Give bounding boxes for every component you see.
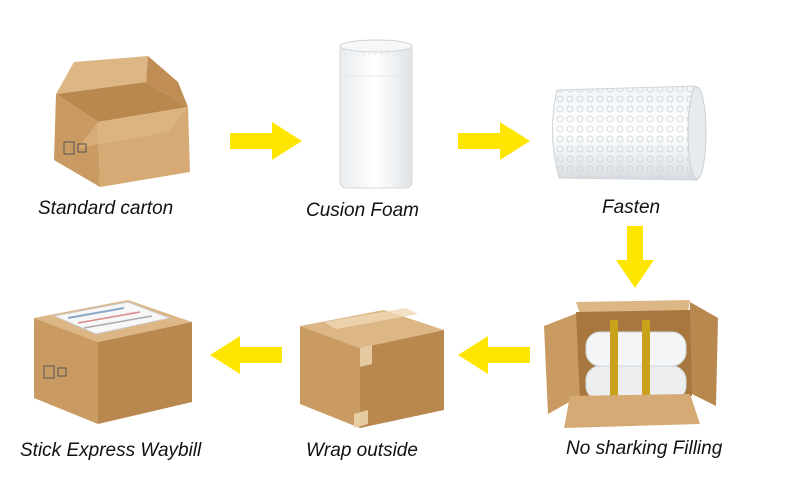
step-fasten <box>545 84 710 184</box>
waybill-box-icon <box>34 300 192 424</box>
step-stick-express-waybill <box>28 280 198 430</box>
foam-roll-icon <box>339 39 413 189</box>
arrow-right-icon <box>230 122 302 160</box>
step-standard-carton <box>38 52 198 192</box>
arrow-left-icon <box>458 336 530 374</box>
filled-box-icon <box>544 300 718 428</box>
step-no-sharking-filling <box>540 296 720 436</box>
arrow-right-icon <box>458 122 530 160</box>
open-carton-icon <box>54 56 190 187</box>
taped-box-icon <box>300 308 444 428</box>
step-label-fasten: Fasten <box>602 197 661 218</box>
bubble-roll-icon <box>552 85 707 181</box>
step-label-stick-express-waybill: Stick Express Waybill <box>20 440 202 461</box>
step-label-standard-carton: Standard carton <box>38 198 174 219</box>
step-label-wrap-outside: Wrap outside <box>306 440 418 461</box>
arrow-left-icon <box>210 336 282 374</box>
step-label-no-sharking-filling: No sharking Filling <box>566 438 723 459</box>
step-cusion-foam <box>330 36 420 196</box>
step-label-cusion-foam: Cusion Foam <box>306 200 419 221</box>
arrow-down-icon <box>616 226 654 288</box>
step-wrap-outside <box>294 296 454 436</box>
